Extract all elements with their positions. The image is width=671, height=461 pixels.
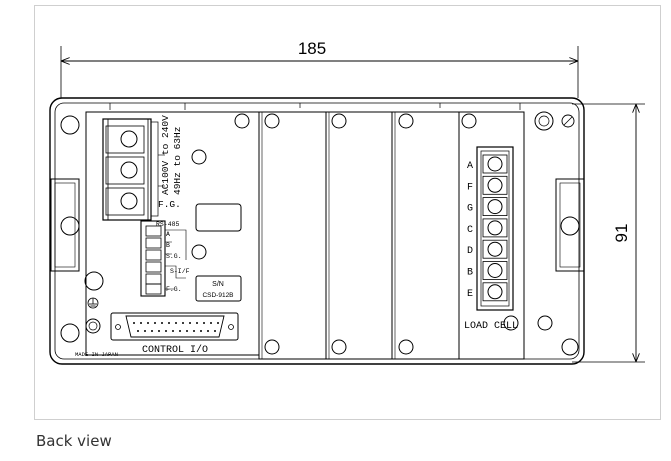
control-io-pin — [133, 322, 135, 324]
load-cell-pin-label: E — [467, 289, 473, 300]
load-cell-pin-label: B — [467, 268, 473, 279]
made-in-japan-label: MADE IN JAPAN — [75, 351, 118, 358]
height-label: 91 — [612, 224, 631, 243]
control-io-pin — [137, 330, 139, 332]
control-io-label: CONTROL I/O — [142, 344, 208, 356]
control-io-pin — [151, 330, 153, 332]
control-io-pin — [207, 330, 209, 332]
ground-icon — [87, 297, 99, 309]
ground-screws — [84, 271, 104, 334]
power-rating-line2: 49Hz to 63Hz — [172, 127, 183, 195]
sif-label: S-I/F — [170, 268, 190, 275]
load-cell-screw — [487, 241, 503, 257]
control-io-pin — [196, 322, 198, 324]
power-fg-label: F.G. — [158, 199, 181, 210]
serial-plate-model: CSD-912B — [202, 292, 233, 299]
control-io-pin — [158, 330, 160, 332]
load-cell-pin-label: A — [467, 161, 473, 172]
load-cell-terminal — [476, 146, 514, 311]
load-cell-pin-slot — [482, 282, 508, 302]
caption: Back view — [36, 432, 112, 450]
control-io-pin — [210, 322, 212, 324]
control-io-pin — [214, 330, 216, 332]
load-cell-pin-slot — [482, 218, 508, 238]
load-cell-screw — [487, 199, 503, 215]
control-io-pin — [168, 322, 170, 324]
load-cell-pin-slot — [482, 197, 508, 217]
control-io-pin — [144, 330, 146, 332]
load-cell-pin-slot — [482, 239, 508, 259]
load-cell-screw — [487, 284, 503, 300]
control-io-pin — [203, 322, 205, 324]
option-slots — [234, 111, 460, 360]
load-cell-pin-slot — [482, 175, 508, 195]
control-io-pin — [161, 322, 163, 324]
power-rating-line1: AC100V to 240V — [160, 115, 171, 195]
corner-holes — [60, 115, 579, 356]
load-cell-pin-label: F — [467, 182, 473, 193]
serial-plate-label: S/N — [212, 281, 224, 288]
control-io-pin — [193, 330, 195, 332]
load-cell-pin-slot — [482, 261, 508, 280]
load-cell-screw — [487, 156, 503, 172]
width-label: 185 — [298, 39, 326, 58]
load-cell-screw — [487, 177, 503, 193]
control-io-pin — [186, 330, 188, 332]
load-cell-screw — [487, 263, 503, 278]
rs485-fg-label: F.G. — [166, 286, 182, 293]
rs485-pin-a: A — [166, 231, 170, 238]
load-cell-pin-slot — [482, 154, 508, 174]
control-io-pin — [182, 322, 184, 324]
rs485-pin-b: B — [166, 242, 170, 249]
load-cell-card — [458, 111, 575, 360]
load-cell-pin-label: G — [467, 204, 473, 215]
height-dimension: 91 — [572, 103, 645, 363]
control-io-pin — [172, 330, 174, 332]
right-mount-bracket — [555, 178, 585, 272]
left-mount-bracket — [50, 178, 80, 272]
power-terminal-block — [102, 118, 165, 221]
width-dimension: 185 — [60, 39, 579, 98]
load-cell-label: LOAD CELL — [464, 321, 518, 332]
control-io-pin — [217, 322, 219, 324]
control-io-pin — [140, 322, 142, 324]
control-io-pin — [189, 322, 191, 324]
load-cell-pin-label: D — [467, 246, 473, 257]
control-io-pin — [179, 330, 181, 332]
control-io-connector — [110, 312, 239, 341]
rs485-pin-sg: S.G. — [166, 253, 182, 260]
control-io-pins — [133, 322, 219, 332]
control-io-pin — [165, 330, 167, 332]
control-io-pin — [200, 330, 202, 332]
control-io-pin — [175, 322, 177, 324]
rs485-title: RS-485 — [156, 221, 180, 228]
load-cell-screw — [487, 220, 503, 236]
load-cell-pin-label: C — [467, 225, 473, 236]
control-io-pin — [147, 322, 149, 324]
serial-plate: S/N CSD-912B — [195, 275, 242, 302]
control-io-pin — [154, 322, 156, 324]
rs485-terminal — [140, 220, 187, 297]
